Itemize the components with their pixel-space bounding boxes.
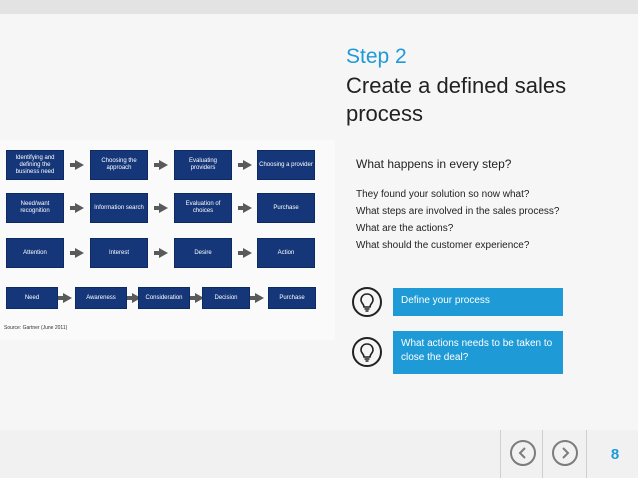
previous-slide-button[interactable] — [510, 440, 536, 466]
callout-text: Define your process — [401, 295, 490, 306]
flow-arrow — [238, 248, 252, 258]
lightbulb-icon — [352, 337, 382, 367]
question-item: What should the customer experience? — [356, 240, 530, 251]
callout-text: What actions needs to be taken to close … — [401, 338, 553, 363]
top-strip — [0, 0, 638, 14]
lightbulb-icon — [352, 287, 382, 317]
flow-node: Identifying and defining the business ne… — [6, 150, 64, 180]
flow-arrow — [70, 248, 84, 258]
flow-node: Decision — [202, 287, 250, 309]
flow-node: Purchase — [268, 287, 316, 309]
chevron-left-icon — [518, 447, 526, 459]
flow-node: Awareness — [75, 287, 127, 309]
flow-node: Consideration — [138, 287, 190, 309]
flowchart-source: Source: Gartner (June 2011) — [4, 325, 68, 331]
flow-node: Choosing the approach — [90, 150, 148, 180]
flow-node: Need — [6, 287, 58, 309]
flow-arrow — [70, 203, 84, 213]
sales-process-flowchart: Identifying and defining the business ne… — [0, 140, 335, 340]
flow-node: Choosing a provider — [257, 150, 315, 180]
flow-arrow — [190, 293, 204, 303]
callout-close-deal: What actions needs to be taken to close … — [393, 331, 563, 374]
flow-arrow — [238, 203, 252, 213]
callout-define-process: Define your process — [393, 288, 563, 316]
footer-divider — [500, 430, 501, 478]
flow-arrow — [154, 160, 168, 170]
flow-arrow — [58, 293, 72, 303]
question-heading: What happens in every step? — [356, 157, 512, 171]
flow-node: Desire — [174, 238, 232, 268]
question-list: They found your solution so now what? Wh… — [356, 186, 559, 254]
next-slide-button[interactable] — [552, 440, 578, 466]
question-item: What steps are involved in the sales pro… — [356, 206, 560, 217]
flow-node: Action — [257, 238, 315, 268]
flow-node: Interest — [90, 238, 148, 268]
footer-divider — [542, 430, 543, 478]
flow-arrow — [70, 160, 84, 170]
slide-title: Create a defined sales process — [346, 73, 567, 126]
flow-node: Information search — [90, 193, 148, 223]
flow-node: Evaluation of choices — [174, 193, 232, 223]
flow-node: Attention — [6, 238, 64, 268]
footer-divider — [586, 430, 587, 478]
flow-arrow — [127, 293, 141, 303]
flow-arrow — [154, 203, 168, 213]
slide-footer — [0, 430, 638, 478]
flow-arrow — [238, 160, 252, 170]
question-item: What are the actions? — [356, 223, 454, 234]
flow-node: Evaluating providers — [174, 150, 232, 180]
chevron-right-icon — [562, 447, 570, 459]
step-label: Step 2 — [346, 45, 407, 68]
flow-arrow — [250, 293, 264, 303]
flow-node: Purchase — [257, 193, 315, 223]
flow-node: Need/want recognition — [6, 193, 64, 223]
page-number: 8 — [610, 446, 620, 463]
question-item: They found your solution so now what? — [356, 189, 530, 200]
flow-arrow — [154, 248, 168, 258]
